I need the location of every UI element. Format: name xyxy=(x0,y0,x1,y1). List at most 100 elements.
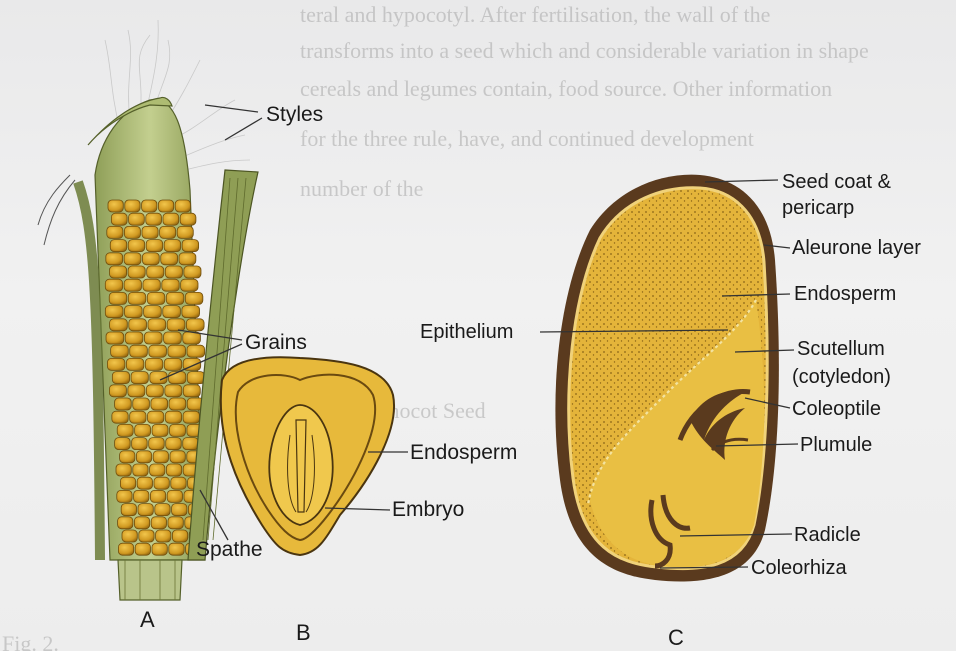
corn-kernel xyxy=(187,345,205,357)
corn-kernel xyxy=(142,253,159,265)
corn-kernel xyxy=(147,266,164,278)
corn-kernel xyxy=(130,411,146,423)
corn-kernel xyxy=(128,266,145,278)
corn-kernel xyxy=(143,279,160,291)
corn-kernel xyxy=(168,345,186,357)
figure-letter-c: C xyxy=(668,625,684,650)
bg-line-2: transforms into a seed which and conside… xyxy=(300,38,869,63)
corn-kernel xyxy=(151,517,166,529)
corn-kernel xyxy=(124,253,141,265)
corn-kernel xyxy=(139,530,154,542)
label-b-embryo: Embryo xyxy=(392,498,464,521)
corn-kernel xyxy=(150,464,165,476)
corn-kernel xyxy=(135,543,150,555)
corn-kernel xyxy=(185,292,203,304)
corn-kernel xyxy=(168,517,183,529)
grain-b-embryo xyxy=(269,405,332,525)
corn-kernel xyxy=(132,438,148,450)
corn-kernel xyxy=(134,517,149,529)
corn-kernel xyxy=(175,200,190,212)
corn-kernel xyxy=(169,543,184,555)
corn-kernel xyxy=(128,385,145,397)
corn-kernel xyxy=(120,477,135,489)
bg-line-1: teral and hypocotyl. After fertilisation… xyxy=(300,2,770,27)
label-styles: Styles xyxy=(266,103,323,126)
corn-kernel xyxy=(172,504,187,516)
corn-kernel xyxy=(165,385,182,397)
corn-kernel xyxy=(137,477,152,489)
corn-kernel xyxy=(165,411,181,423)
corn-kernel xyxy=(149,438,165,450)
corn-kernel xyxy=(147,292,165,304)
corn-kernel xyxy=(111,345,129,357)
corn-kernel xyxy=(129,213,145,225)
corn-kernel xyxy=(163,306,181,318)
corn-kernel xyxy=(166,438,182,450)
corn-kernel xyxy=(169,372,186,384)
corn-kernel xyxy=(116,464,131,476)
corn-kernel xyxy=(142,226,158,238)
label-c-endosperm: Endosperm xyxy=(794,283,896,305)
label-grains: Grains xyxy=(245,331,307,354)
corn-kernel xyxy=(153,451,168,463)
corn-kernel xyxy=(144,332,162,344)
corn-kernel xyxy=(161,253,178,265)
corn-kernel xyxy=(145,358,162,370)
corn-kernel xyxy=(125,332,143,344)
corn-kernel xyxy=(124,279,141,291)
corn-kernel xyxy=(135,424,151,436)
corn-kernel xyxy=(166,292,184,304)
corn-kernel xyxy=(121,504,136,516)
corn-kernel xyxy=(133,398,150,410)
corn-kernel xyxy=(164,358,181,370)
corn-kernel xyxy=(136,451,151,463)
corn-kernel xyxy=(170,424,186,436)
label-c-scutellum-2: (cotyledon) xyxy=(792,366,891,388)
corn-kernel xyxy=(162,279,179,291)
corn-kernel xyxy=(122,530,137,542)
label-c-seed-coat-2: pericarp xyxy=(782,197,854,219)
label-c-aleurone: Aleurone layer xyxy=(792,237,921,259)
label-c-coleoptile: Coleoptile xyxy=(792,398,881,420)
corn-kernel xyxy=(128,292,146,304)
corn-kernel xyxy=(110,240,126,252)
kernel-grid xyxy=(105,200,204,555)
corn-kernel xyxy=(106,332,124,344)
corn-kernel xyxy=(146,385,163,397)
corn-kernel xyxy=(148,319,166,331)
corn-kernel xyxy=(109,292,127,304)
corn-kernel xyxy=(138,504,153,516)
corn-kernel xyxy=(120,451,135,463)
corn-kernel xyxy=(155,504,170,516)
corn-kernel xyxy=(170,451,185,463)
corn-kernel xyxy=(167,319,185,331)
corn-kernel xyxy=(183,411,199,423)
corn-kernel xyxy=(181,279,198,291)
corn-kernel xyxy=(172,530,187,542)
corn-kernel xyxy=(131,372,148,384)
corn-kernel xyxy=(160,226,176,238)
corn-kernel xyxy=(182,240,198,252)
corn-kernel xyxy=(186,319,204,331)
corn-kernel xyxy=(183,385,200,397)
corn-kernel xyxy=(183,332,201,344)
corn-kernel xyxy=(110,319,128,331)
corn-kernel xyxy=(126,358,143,370)
corn-kernel xyxy=(151,398,168,410)
corn-kernel xyxy=(109,385,126,397)
corn-kernel xyxy=(105,279,122,291)
corn-kernel xyxy=(165,266,182,278)
corn-kernel xyxy=(112,372,129,384)
figure-letter-b: B xyxy=(296,620,311,645)
corn-kernel xyxy=(154,477,169,489)
corn-kernel xyxy=(128,240,144,252)
bg-line-4: for the three rule, have, and continued … xyxy=(300,126,754,151)
corn-kernel xyxy=(158,200,173,212)
corn-kernel xyxy=(105,306,123,318)
corn-kernel xyxy=(146,240,162,252)
corn-kernel xyxy=(106,253,123,265)
corn-kernel xyxy=(124,226,140,238)
corn-kernel xyxy=(112,411,128,423)
label-b-endosperm: Endosperm xyxy=(410,441,517,464)
